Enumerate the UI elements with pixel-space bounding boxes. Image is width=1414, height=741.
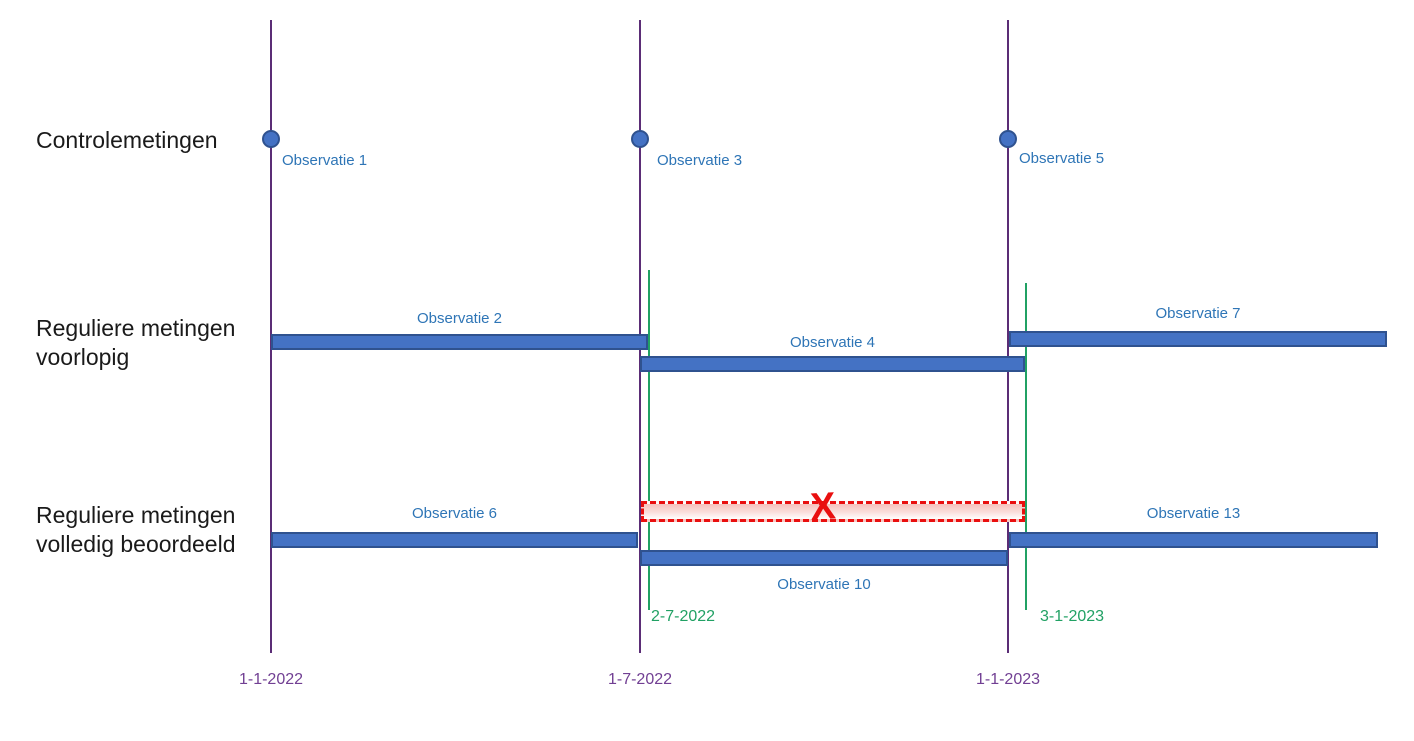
bar-observatie-7	[1009, 331, 1387, 347]
review-date-label: 3-1-2023	[1040, 608, 1105, 625]
timeline-line-1-1-2023	[1007, 20, 1009, 653]
milestone-label: Observatie 3	[657, 152, 743, 169]
review-line-2-7-2022	[648, 270, 650, 610]
row-label-line: voorlopig	[36, 344, 130, 370]
bar-observatie-6	[271, 532, 638, 548]
row-label-reguliere-metingen-voorlopig: Reguliere metingen voorlopig	[36, 314, 235, 372]
bar-label: Observatie 10	[777, 576, 871, 593]
milestone-dot-observatie-1	[262, 130, 280, 148]
row-label-controlemetingen: Controlemetingen	[36, 126, 218, 155]
rejected-period-box	[641, 501, 1025, 522]
row-label-line: volledig beoordeeld	[36, 531, 236, 557]
bar-observatie-13	[1009, 532, 1378, 548]
bar-label: Observatie 2	[416, 310, 503, 327]
milestone-dot-observatie-3	[631, 130, 649, 148]
rejected-x-mark: X	[809, 485, 837, 529]
bar-label: Observatie 7	[1155, 305, 1241, 322]
bar-label: Observatie 13	[1146, 505, 1241, 522]
milestone-dot-observatie-5	[999, 130, 1017, 148]
milestone-label: Observatie 5	[1019, 150, 1105, 167]
row-label-line: Controlemetingen	[36, 127, 218, 153]
row-label-line: Reguliere metingen	[36, 315, 236, 341]
axis-date-label: 1-7-2022	[607, 671, 673, 688]
bar-observatie-10	[640, 550, 1008, 566]
row-label-line: Reguliere metingen	[36, 502, 236, 528]
review-line-3-1-2023	[1025, 283, 1027, 610]
row-label-reguliere-metingen-volledig: Reguliere metingen volledig beoordeeld	[36, 501, 236, 559]
milestone-label: Observatie 1	[282, 152, 368, 169]
bar-observatie-4	[640, 356, 1025, 372]
axis-date-label: 1-1-2022	[238, 671, 304, 688]
review-date-label: 2-7-2022	[651, 608, 716, 625]
bar-observatie-2	[271, 334, 648, 350]
axis-date-label: 1-1-2023	[975, 671, 1041, 688]
bar-label: Observatie 4	[789, 334, 876, 351]
bar-label: Observatie 6	[411, 505, 498, 522]
